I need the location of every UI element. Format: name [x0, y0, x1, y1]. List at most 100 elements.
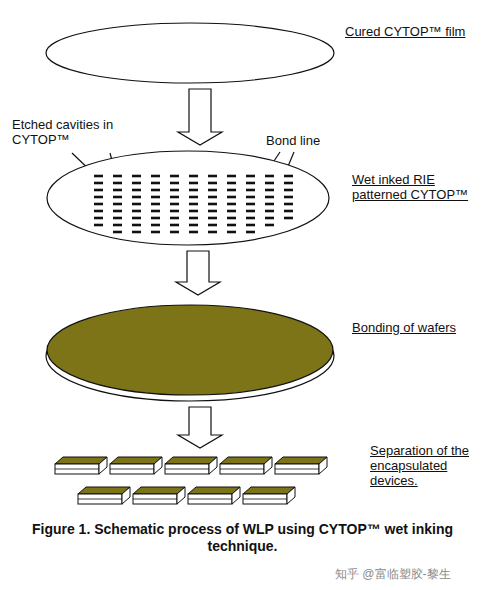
cavity-dash [208, 203, 217, 206]
cavity-dash [151, 224, 160, 227]
cavity-dash [113, 175, 122, 178]
cavity-dash [189, 231, 198, 234]
process-arrow [178, 407, 222, 448]
cavity-dash [265, 203, 274, 206]
cavity-dash [132, 196, 141, 199]
cavity-dash [94, 182, 103, 185]
cavity-dash [284, 217, 293, 220]
cavity-dash [94, 224, 103, 227]
process-stage: Wet inked RIE patterned CYTOP™ [46, 150, 330, 246]
stage-label: Cured CYTOP™ film [345, 24, 480, 39]
cavity-dash [284, 196, 293, 199]
cavity-dash [208, 175, 217, 178]
stage-label: Wet inked RIE patterned CYTOP™ [352, 172, 477, 202]
cavity-dash [170, 203, 179, 206]
stage-figure [45, 300, 335, 402]
encapsulated-device [133, 487, 185, 504]
cavity-dash [94, 189, 103, 192]
callout-label: Bond line [266, 133, 346, 148]
cavity-dash [189, 182, 198, 185]
cavity-dash [284, 175, 293, 178]
process-arrow [178, 89, 222, 145]
cavity-dash [170, 189, 179, 192]
cavity-dash [170, 210, 179, 213]
encapsulated-device [220, 457, 272, 474]
watermark: 知乎 @富临塑胶-黎生 [335, 566, 480, 583]
cavity-dash [265, 196, 274, 199]
cavity-dash [265, 175, 274, 178]
cavity-dash [189, 203, 198, 206]
process-arrow [176, 251, 220, 295]
cavity-dash [246, 182, 255, 185]
cavity-dash [227, 189, 236, 192]
stage-figure [45, 22, 335, 84]
process-stage: Bonding of wafers [45, 300, 335, 402]
cavity-dash [227, 231, 236, 234]
cavity-dash [265, 189, 274, 192]
cavity-dash [246, 224, 255, 227]
cavity-dash [113, 189, 122, 192]
callout-label: Etched cavities in CYTOP™ [12, 117, 132, 147]
cavity-dash [113, 224, 122, 227]
cavity-dash [132, 217, 141, 220]
cavity-dash [170, 224, 179, 227]
cavity-dash [132, 182, 141, 185]
cavity-dash [265, 217, 274, 220]
cavity-dash [113, 231, 122, 234]
cavity-dash [94, 175, 103, 178]
cavity-dash [151, 189, 160, 192]
cavity-dash [227, 182, 236, 185]
cavity-dash [132, 210, 141, 213]
cavity-dash [94, 203, 103, 206]
cavity-dash [94, 217, 103, 220]
cavity-dash [151, 217, 160, 220]
cavity-dash [246, 189, 255, 192]
figure-caption: Figure 1. Schematic process of WLP using… [30, 521, 455, 555]
encapsulated-device [55, 457, 107, 474]
cavity-dash [189, 189, 198, 192]
cavity-dash [151, 210, 160, 213]
cavity-dash [189, 196, 198, 199]
cavity-dash [246, 217, 255, 220]
cavity-dash [189, 175, 198, 178]
cavity-dash [265, 224, 274, 227]
cavity-dash [132, 203, 141, 206]
stage-label: Bonding of wafers [352, 320, 477, 335]
cavity-dash [132, 231, 141, 234]
encapsulated-device [275, 457, 327, 474]
cavity-dash [208, 217, 217, 220]
cavity-dash [132, 189, 141, 192]
cavity-dash [227, 210, 236, 213]
cavity-dash [132, 224, 141, 227]
stage-label: Separation of the encapsulated devices. [370, 443, 482, 488]
cavity-dash [151, 203, 160, 206]
cavity-dash [208, 196, 217, 199]
cavity-dash [227, 217, 236, 220]
cavity-dash [208, 210, 217, 213]
cavity-dash [94, 196, 103, 199]
cavity-dash [132, 175, 141, 178]
cavity-dash [246, 196, 255, 199]
cavity-dash [208, 182, 217, 185]
cavity-dash [227, 224, 236, 227]
cavity-dash [170, 182, 179, 185]
wafer-ellipse [47, 151, 329, 245]
cavity-dash [113, 217, 122, 220]
cavity-dash [284, 182, 293, 185]
process-stage: Cured CYTOP™ film [45, 22, 335, 84]
encapsulated-device [78, 487, 130, 504]
top-wafer [47, 305, 333, 395]
encapsulated-device [243, 487, 295, 504]
cavity-dash [113, 203, 122, 206]
cavity-dash [151, 182, 160, 185]
cavity-dash [113, 196, 122, 199]
cavity-dash [113, 182, 122, 185]
cavity-dash [113, 210, 122, 213]
cavity-dash [189, 224, 198, 227]
cavity-dash [170, 231, 179, 234]
cavity-dash [170, 175, 179, 178]
stage-figure [50, 453, 335, 515]
encapsulated-device [110, 457, 162, 474]
cavity-dash [189, 217, 198, 220]
stage-figure [46, 150, 330, 246]
